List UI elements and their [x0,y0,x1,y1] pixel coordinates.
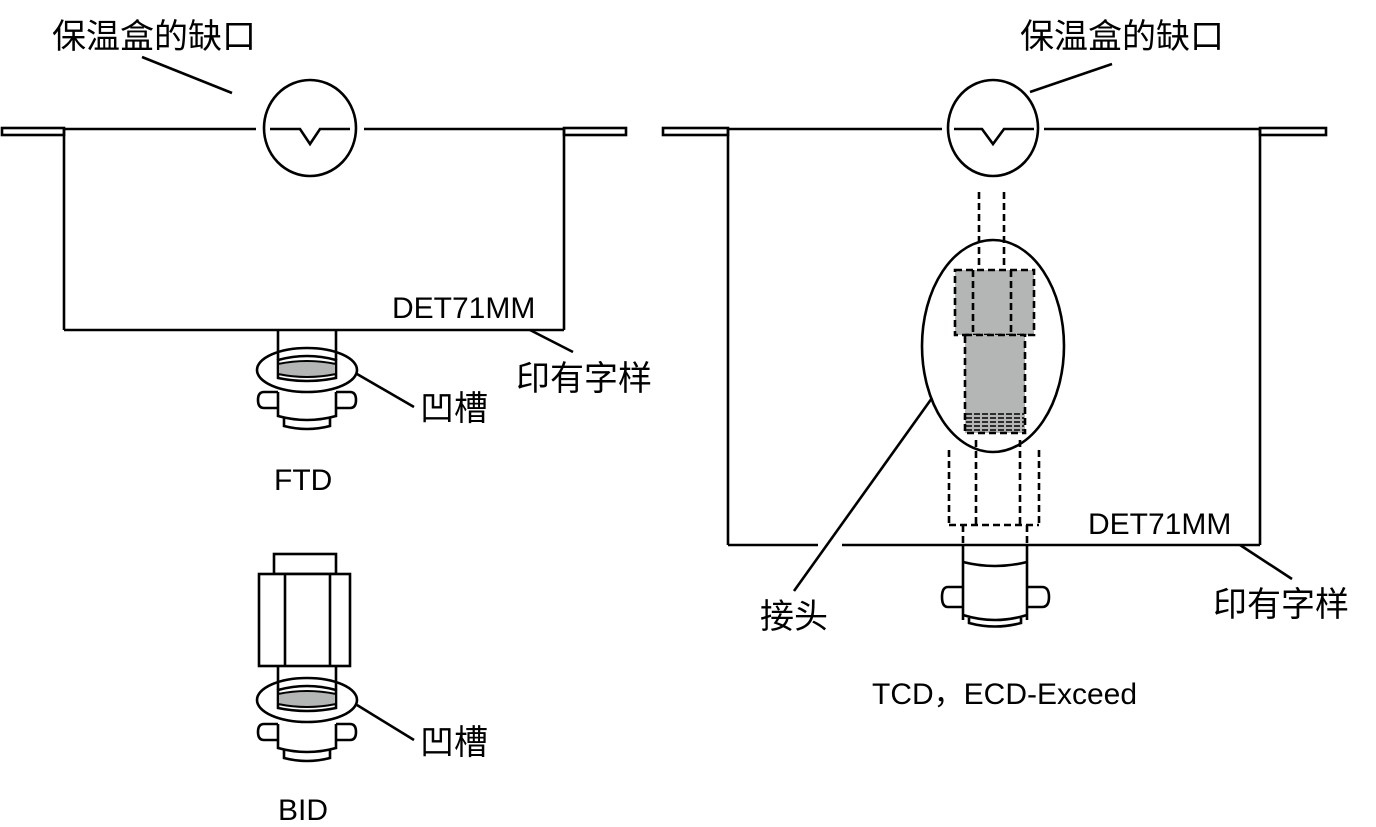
left-oven-box [0,126,628,332]
right-oven-box [661,126,1328,547]
tcd-detector-base [940,545,1051,628]
right-marking-label: 印有字样 [1213,585,1349,625]
right-marking-leader [1239,543,1293,581]
ftd-caption: FTD [274,464,332,497]
bid-groove-leader [356,703,415,742]
ftd-groove-callout [255,346,359,394]
bid-groove-label: 凹槽 [420,723,488,763]
ftd-connector [255,330,359,431]
ftd-groove-label: 凹槽 [420,389,488,429]
bid-connector [255,552,359,763]
right-flange [1258,126,1328,137]
left-flange [0,126,66,137]
ftd-groove [277,360,337,378]
left-marking-text: DET71MM [392,292,535,325]
right-marking-text: DET71MM [1088,508,1231,541]
left-marking-leader [529,328,574,354]
connector-label: 接头 [760,597,828,637]
left-marking-label: 印有字样 [516,359,652,399]
right-caption: TCD，ECD-Exceed [872,678,1137,711]
ftd-groove-leader [356,372,415,409]
connector-thread [966,413,1024,431]
leader-line [141,55,233,95]
connector-callout [920,238,1066,454]
leader-line [1029,62,1113,94]
connector-leader [792,397,934,592]
left-flange [661,126,730,137]
right-notch-label: 保温盒的缺口 [1020,17,1224,57]
bid-caption: BID [278,794,328,827]
right-notch-callout [946,62,1113,178]
left-notch-callout [141,55,358,178]
bid-groove [277,690,337,708]
hidden-detector-body [947,440,1041,545]
bid-groove-callout [255,676,359,724]
left-notch-label: 保温盒的缺口 [52,17,256,57]
connector-fitting [953,268,1036,435]
right-flange [562,126,628,137]
